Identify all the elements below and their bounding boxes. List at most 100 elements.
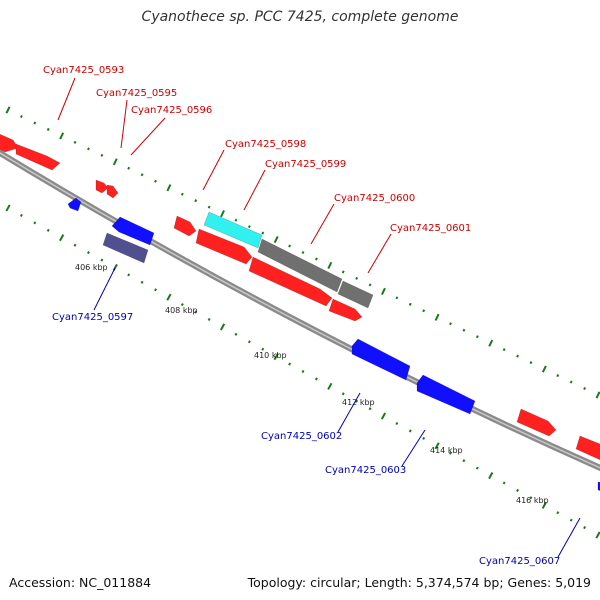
inner-tick-mark (219, 323, 226, 331)
gene-arrow-0603[interactable] (416, 374, 476, 415)
gene-arrow-0598a[interactable] (173, 215, 197, 237)
outer-tick-mark (462, 328, 466, 332)
gene-arrow-reverse[interactable] (111, 216, 155, 246)
outer-tick-mark (449, 322, 452, 326)
outer-tick-mark (166, 184, 172, 192)
inner-tick-mark (327, 382, 333, 390)
outer-tick-mark (434, 313, 440, 321)
outer-tick-mark (327, 261, 333, 270)
gene-leader-line (243, 169, 266, 211)
outer-tick-mark (583, 387, 587, 391)
gene-arrow-0593[interactable] (15, 143, 61, 171)
inner-tick-mark (475, 466, 479, 470)
inner-tick-mark (516, 488, 520, 492)
inner-tick-mark (100, 258, 104, 262)
outer-tick-mark (127, 166, 131, 170)
outer-tick-mark (595, 391, 600, 399)
gene-arrow-0595[interactable] (95, 179, 109, 194)
gene-label-cyan7425_0597[interactable]: Cyan7425_0597 (52, 312, 133, 323)
gene-arrow-0594[interactable] (67, 197, 82, 212)
inner-tick-mark (595, 531, 600, 539)
outer-tick-mark (408, 302, 412, 306)
gene-arrow-0602[interactable] (351, 338, 411, 381)
gene-leader-line (337, 392, 361, 433)
gene-label-cyan7425_0607[interactable]: Cyan7425_0607 (479, 556, 560, 567)
outer-tick-mark (301, 250, 305, 255)
outer-tick-mark (488, 339, 494, 347)
inner-tick-mark (180, 303, 184, 307)
outer-tick-mark (341, 270, 345, 274)
inner-tick-mark (247, 340, 251, 344)
gene-arrow-0599[interactable] (195, 228, 253, 265)
outer-tick-mark (220, 210, 225, 218)
gene-leader-line (130, 117, 166, 156)
inner-tick-mark (19, 213, 23, 217)
coordinate-tick-label: 408 kbp (165, 306, 198, 315)
gene-label-cyan7425_0596[interactable]: Cyan7425_0596 (131, 105, 212, 116)
gene-label-cyan7425_0595[interactable]: Cyan7425_0595 (96, 88, 177, 99)
gene-leader-line (57, 77, 76, 121)
inner-tick-mark (583, 526, 587, 530)
outer-tick-mark (529, 361, 533, 365)
outer-tick-mark (59, 132, 65, 140)
gene-arrow-0600[interactable] (257, 238, 343, 293)
gene-label-cyan7425_0602[interactable]: Cyan7425_0602 (261, 431, 342, 442)
gene-label-cyan7425_0593[interactable]: Cyan7425_0593 (43, 65, 124, 76)
outer-tick-mark (516, 354, 519, 358)
outer-tick-mark (180, 192, 184, 196)
outer-tick-mark (261, 231, 265, 235)
coordinate-tick-label: 412 kbp (342, 398, 375, 407)
coordinate-tick-label: 406 kbp (75, 263, 108, 272)
gene-label-cyan7425_0603[interactable]: Cyan7425_0603 (325, 465, 406, 476)
outer-tick-mark (33, 121, 37, 125)
gene-arrow-0606[interactable] (575, 435, 600, 462)
outer-tick-mark (288, 244, 292, 248)
gene-arrow-0601b[interactable] (328, 298, 363, 322)
inner-tick-mark (541, 501, 547, 509)
map-title: Cyanothece sp. PCC 7425, complete genome (141, 9, 459, 25)
genome-summary-text: Topology: circular; Length: 5,374,574 bp… (247, 575, 591, 590)
gene-arrow-0601[interactable] (248, 256, 333, 307)
inner-tick-mark (234, 332, 238, 336)
gene-arrow-0605[interactable] (516, 408, 557, 437)
outer-tick-mark (140, 173, 144, 177)
outer-tick-mark (73, 140, 77, 144)
gene-arrow-0596[interactable] (106, 184, 119, 199)
inner-tick-mark (59, 234, 65, 242)
inner-tick-mark (314, 377, 318, 381)
outer-tick-mark (46, 127, 50, 131)
inner-tick-mark (46, 228, 50, 232)
outer-tick-mark (502, 348, 506, 352)
gene-arrow-0597[interactable] (102, 232, 149, 264)
inner-tick-mark (556, 511, 560, 515)
inner-tick-mark (273, 353, 279, 361)
coordinate-tick-label: 410 kbp (254, 351, 287, 360)
accession-text: Accession: NC_011884 (9, 575, 152, 590)
gene-leader-line (120, 99, 128, 149)
outer-tick-mark (247, 225, 251, 229)
outer-tick-mark (112, 158, 118, 166)
gene-leader-line (557, 517, 581, 558)
outer-tick-mark (368, 283, 372, 287)
outer-tick-mark (475, 335, 479, 339)
outer-tick-mark (395, 296, 399, 300)
gene-arrow-0598[interactable] (203, 211, 263, 249)
outer-tick-mark (5, 106, 11, 114)
gene-arrow-0601-gray[interactable] (337, 280, 374, 309)
outer-tick-mark (314, 257, 318, 261)
inner-tick-mark (194, 310, 198, 314)
outer-tick-mark (234, 218, 238, 222)
gene-label-cyan7425_0599[interactable]: Cyan7425_0599 (265, 159, 346, 170)
outer-tick-mark (569, 380, 573, 384)
inner-tick-mark (86, 251, 90, 255)
inner-tick-mark (368, 407, 372, 411)
gene-arrow-0592[interactable] (0, 132, 19, 153)
inner-tick-mark (207, 317, 211, 322)
gene-leader-line (93, 267, 116, 311)
gene-label-cyan7425_0598[interactable]: Cyan7425_0598 (225, 139, 306, 150)
gene-leader-line (367, 233, 392, 274)
outer-tick-mark (207, 205, 211, 209)
gene-label-cyan7425_0600[interactable]: Cyan7425_0600 (334, 193, 415, 204)
gene-label-cyan7425_0601[interactable]: Cyan7425_0601 (390, 223, 471, 234)
inner-tick-mark (341, 392, 345, 396)
